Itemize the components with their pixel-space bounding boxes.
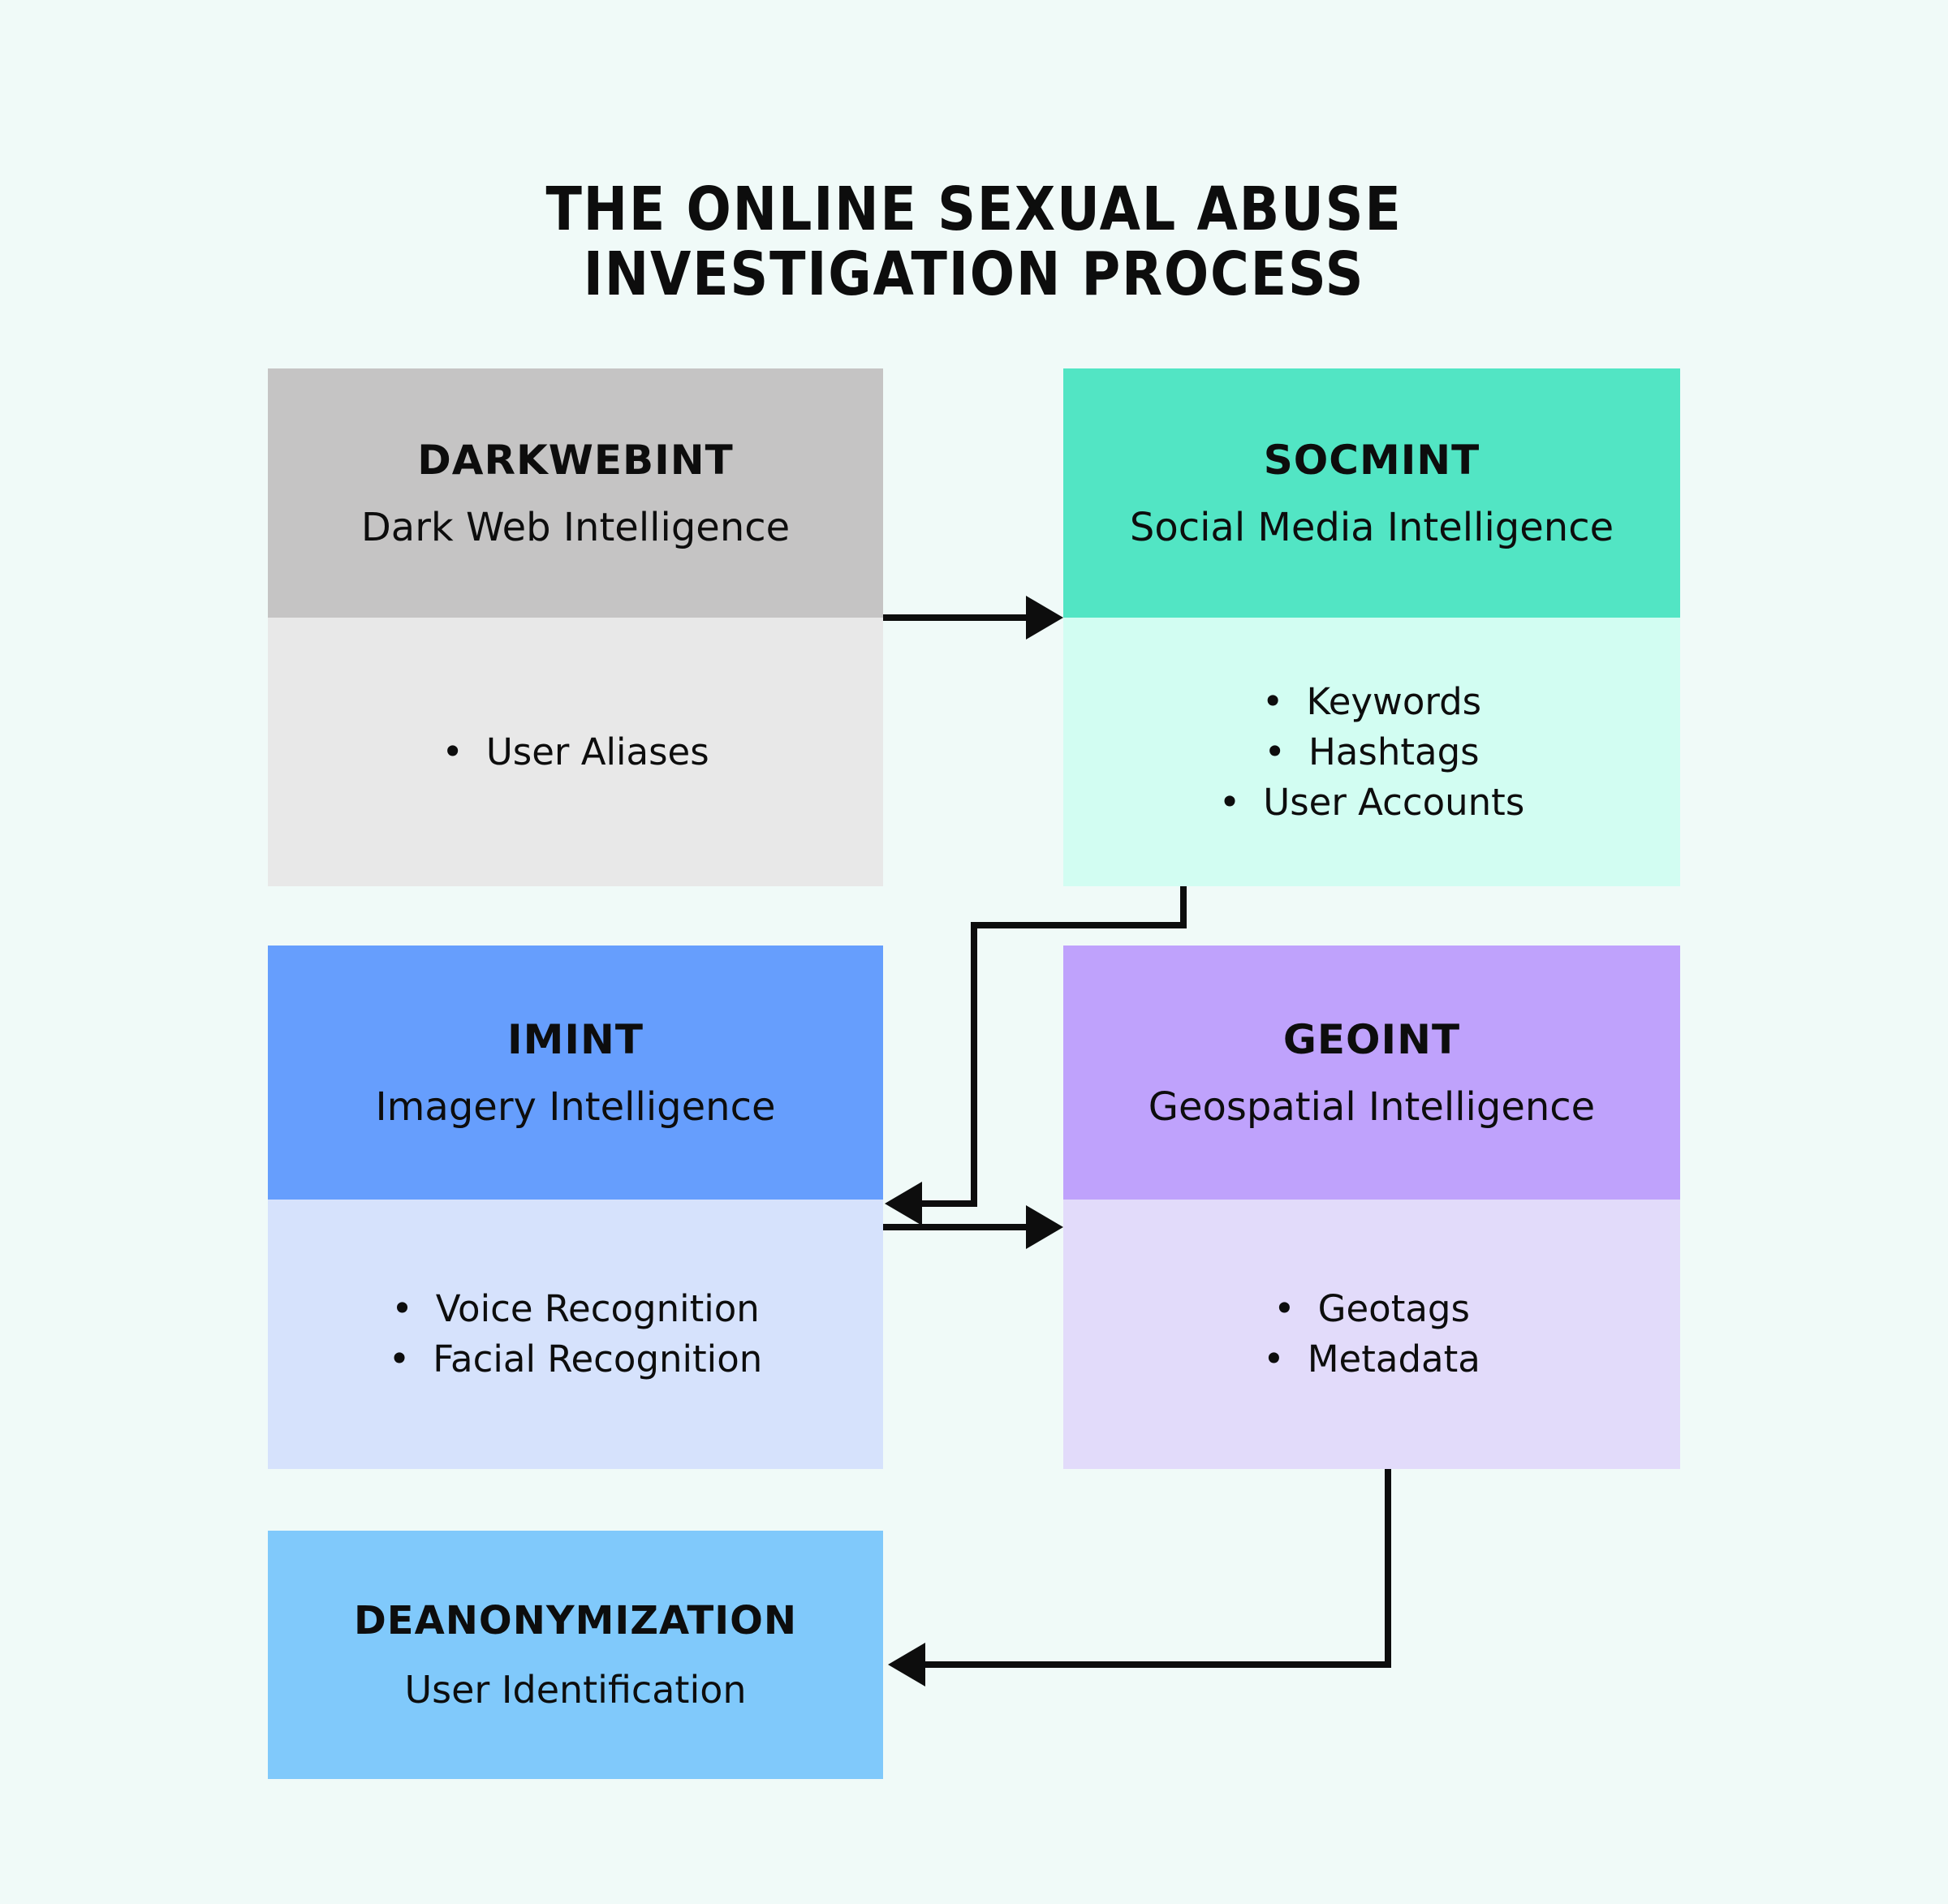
node-imint-bullet-list: Voice Recognition Facial Recognition <box>268 1284 883 1385</box>
page-title: THE ONLINE SEXUAL ABUSE INVESTIGATION PR… <box>0 177 1948 307</box>
node-darkwebint-body: User Aliases <box>268 618 883 886</box>
node-geoint-header: GEOINT Geospatial Intelligence <box>1063 946 1680 1200</box>
node-socmint: SOCMINT Social Media Intelligence Keywor… <box>1063 368 1680 886</box>
node-darkwebint-bullet-list: User Aliases <box>268 727 883 778</box>
node-imint-header: IMINT Imagery Intelligence <box>268 946 883 1200</box>
node-deanonymization-acronym: DEANONYMIZATION <box>353 1598 798 1643</box>
arrow-darkwebint-to-socmint <box>883 596 1063 640</box>
node-imint-acronym: IMINT <box>507 1015 644 1063</box>
node-geoint-bullet-list: Geotags Metadata <box>1063 1284 1680 1385</box>
node-geoint-acronym: GEOINT <box>1282 1015 1461 1063</box>
bullet-item: Voice Recognition <box>268 1284 883 1334</box>
node-socmint-acronym: SOCMINT <box>1263 436 1480 484</box>
node-darkwebint-subtitle: Dark Web Intelligence <box>360 504 791 550</box>
node-imint-subtitle: Imagery Intelligence <box>375 1083 776 1130</box>
page-title-line-1: THE ONLINE SEXUAL ABUSE <box>545 174 1403 244</box>
arrow-imint-to-geoint <box>883 1205 1063 1249</box>
node-geoint-body: Geotags Metadata <box>1063 1200 1680 1469</box>
node-imint-body: Voice Recognition Facial Recognition <box>268 1200 883 1469</box>
node-geoint: GEOINT Geospatial Intelligence Geotags M… <box>1063 946 1680 1469</box>
bullet-item: Metadata <box>1063 1334 1680 1385</box>
page-title-line-2: INVESTIGATION PROCESS <box>583 239 1365 309</box>
node-socmint-subtitle: Social Media Intelligence <box>1129 504 1614 550</box>
node-darkwebint-acronym: DARKWEBINT <box>417 436 734 484</box>
node-socmint-bullet-list: Keywords Hashtags User Accounts <box>1063 677 1680 828</box>
node-deanonymization: DEANONYMIZATION User Identification <box>268 1531 883 1779</box>
node-socmint-body: Keywords Hashtags User Accounts <box>1063 618 1680 886</box>
bullet-item: User Aliases <box>268 727 883 778</box>
node-darkwebint-header: DARKWEBINT Dark Web Intelligence <box>268 368 883 618</box>
bullet-item: Hashtags <box>1063 727 1680 778</box>
node-geoint-subtitle: Geospatial Intelligence <box>1148 1083 1596 1130</box>
node-darkwebint: DARKWEBINT Dark Web Intelligence User Al… <box>268 368 883 886</box>
bullet-item: User Accounts <box>1063 778 1680 828</box>
bullet-item: Geotags <box>1063 1284 1680 1334</box>
bullet-item: Keywords <box>1063 677 1680 727</box>
node-imint: IMINT Imagery Intelligence Voice Recogni… <box>268 946 883 1469</box>
arrow-geoint-to-deanonymization <box>888 1469 1391 1686</box>
bullet-item: Facial Recognition <box>268 1334 883 1385</box>
node-deanonymization-subtitle: User Identification <box>404 1668 747 1712</box>
node-socmint-header: SOCMINT Social Media Intelligence <box>1063 368 1680 618</box>
